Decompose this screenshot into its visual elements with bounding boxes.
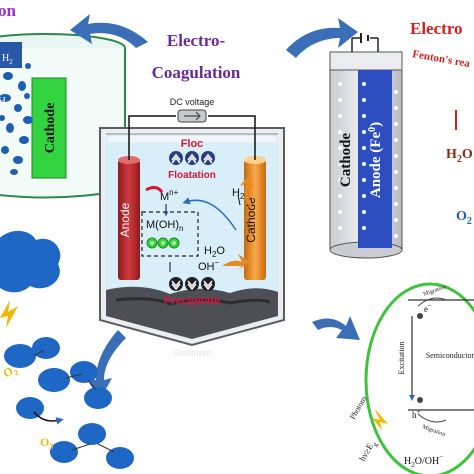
hydroxide-label: M(OH)n [146,219,183,233]
arrow-bottom-left [86,330,126,400]
ozone-section [0,231,134,469]
h2-fragment-left: H2 [2,53,13,66]
fenton-subtitle-fragment: Fenton's rea [411,48,471,70]
arrow-top-right [286,18,358,58]
o3-label-bottom-left: O3 [40,435,53,451]
photons-label: Photons [348,394,369,421]
hydroxide-particles [146,237,180,249]
cathode-electrode [244,160,266,280]
anode-fe-label: Anode (Fe0) [367,122,384,198]
cathode-plate-left [31,77,67,179]
anode-electrode [118,160,140,280]
cathode-label-center: Cathode [244,197,258,243]
hydroxide-box [141,211,199,257]
floatation-label: Floatation [168,170,216,181]
h2o-label-center: H2O [204,245,225,259]
o2-fragment-right: O2 [456,209,472,227]
semiconductor-label: Semiconductor [426,351,474,360]
cathode-label-right: Cathode [338,133,354,188]
precipitate-chevrons [169,277,215,291]
fenton-holes [338,82,398,238]
electrocoagulation-cell [99,109,285,347]
title-fragment-left: on [0,1,17,20]
cathode-label-left: Cathode [43,103,58,154]
metal-ion-label: Mn+ [160,188,179,203]
connecting-arrows [70,14,360,400]
ec-title-line2: Coagulation [152,63,241,82]
oh-label-center: OH− [198,258,220,273]
arrow-bottom-right [312,316,360,340]
excitation-label: Excitation [397,342,406,375]
photocatalysis-section [364,282,474,474]
h2o-oh-label: H2O/OH− [404,453,443,469]
electro-title-fragment: Electro [410,19,463,38]
h2-label-center: H2 [232,187,245,201]
electro-fenton-cell [329,33,403,259]
ec-title-line1: Electro- [167,31,226,50]
arrow-top-left [70,14,148,48]
floatation-chevrons [169,151,215,165]
anode-label-center: Anode [118,202,132,237]
hv-label: hν≥Eg [357,438,380,464]
electron-label: e− [424,302,432,314]
precipitate-label: Precipitate [164,295,220,307]
sediment-reflection: Sediment [173,348,212,358]
top-left-beaker [0,33,126,199]
h2o-fragment-right: H2O [446,147,473,165]
dc-voltage-label: DC voltage [170,97,215,107]
h2o-label-left: H2O [0,95,18,109]
hole-label: h+ [412,408,421,420]
floc-label: Floc [181,138,204,150]
bubbles-left [0,56,33,175]
